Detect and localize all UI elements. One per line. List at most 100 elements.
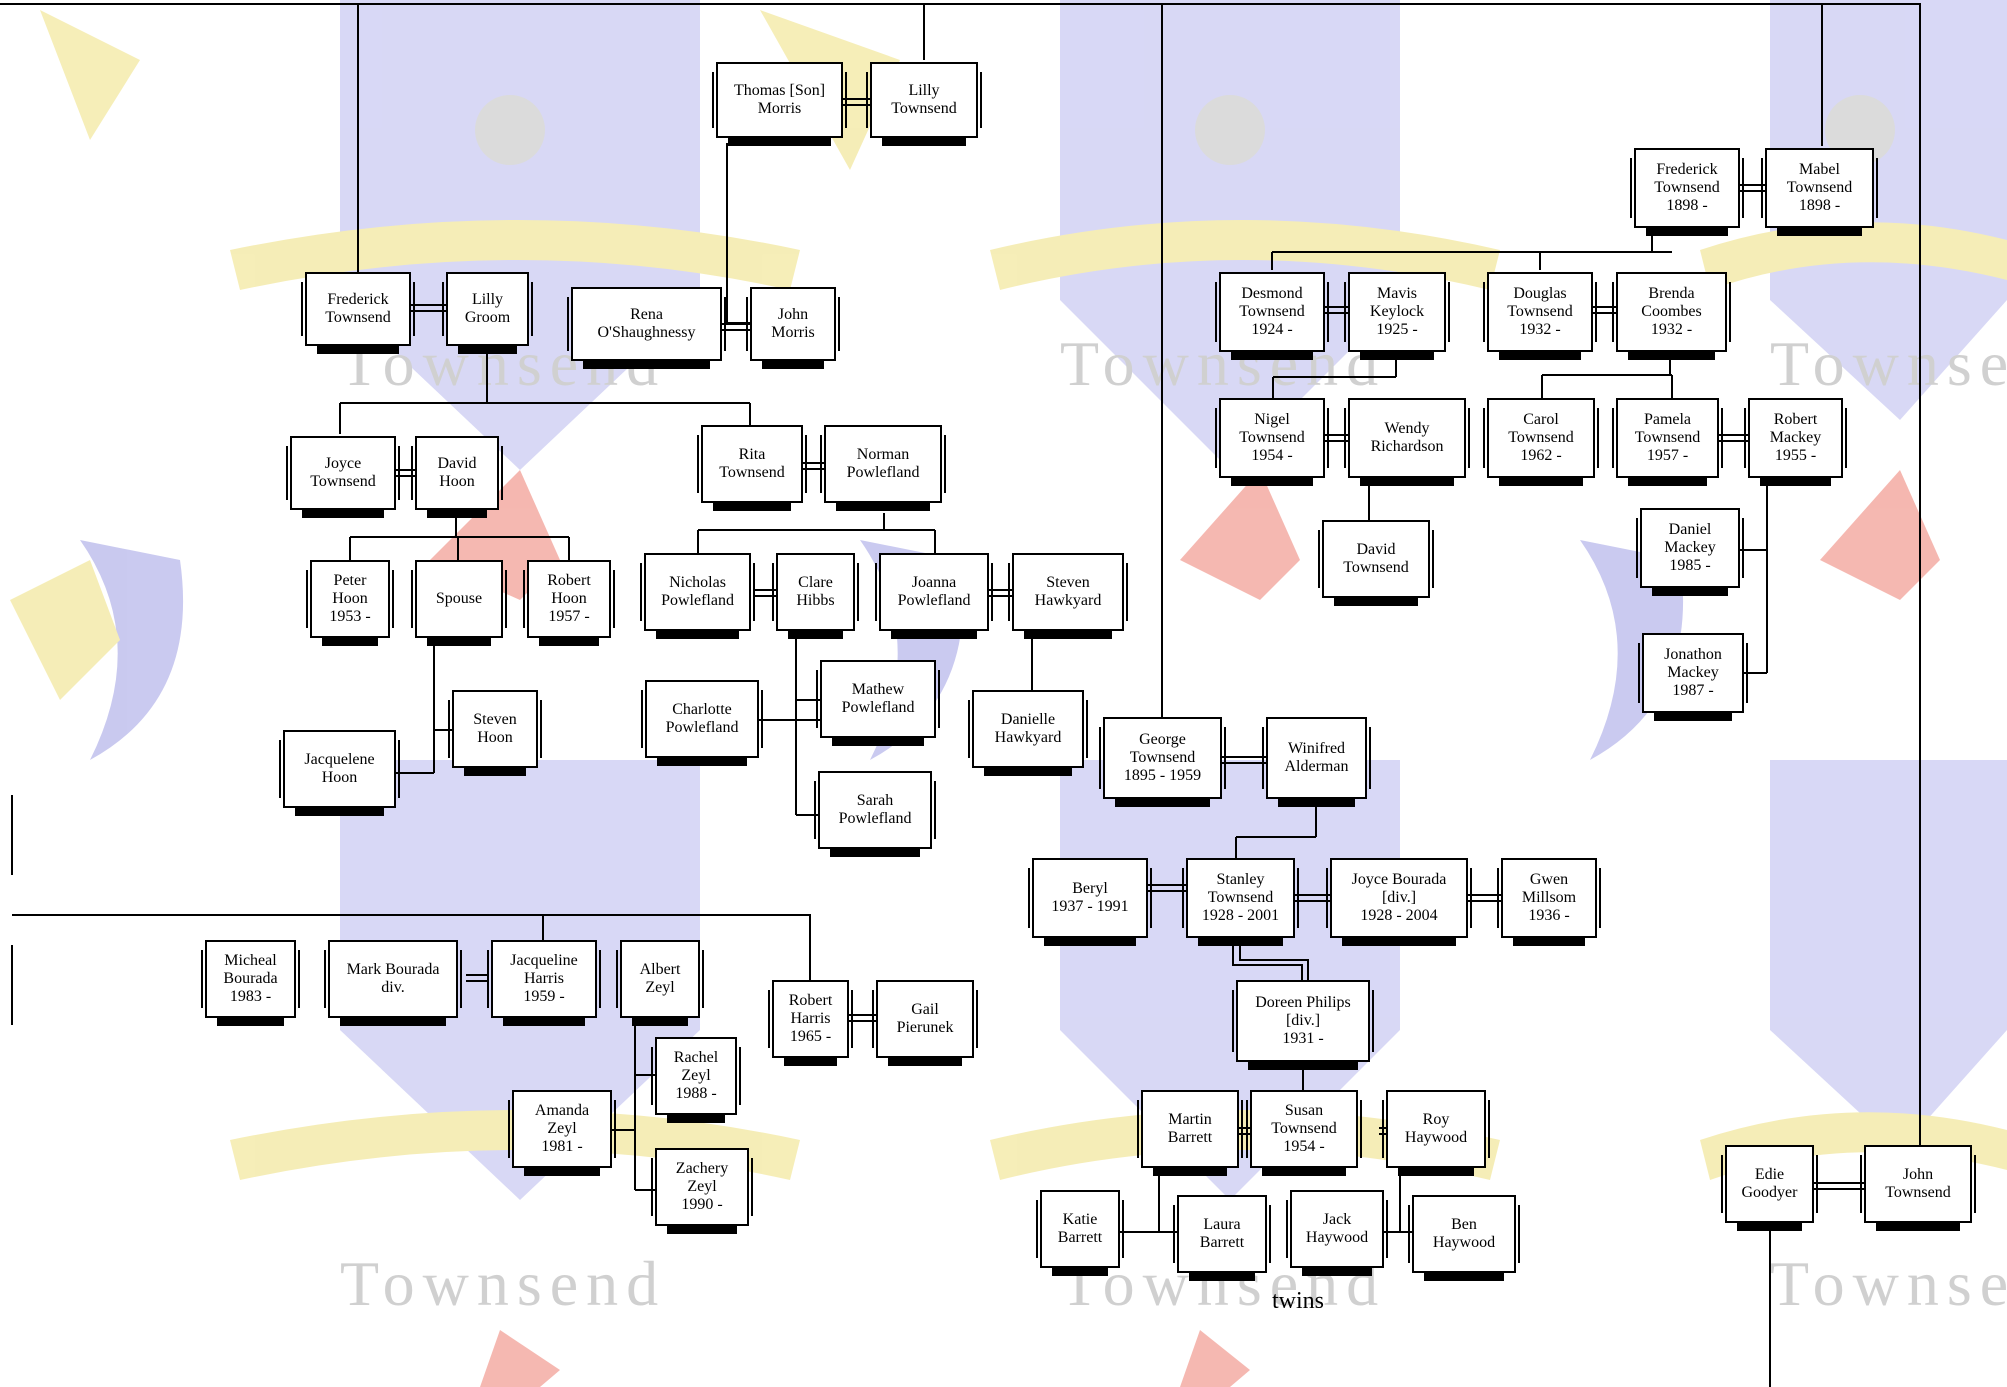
person-name: Douglas Townsend 1932 -: [1507, 285, 1573, 339]
person-box: Clare Hibbs: [776, 553, 855, 631]
person-name: Gwen Millsom 1936 -: [1522, 871, 1576, 925]
person-box: Martin Barrett: [1141, 1090, 1239, 1168]
person-name: Frederick Townsend 1898 -: [1654, 161, 1720, 215]
person-name: Wendy Richardson: [1371, 420, 1444, 456]
person-box: Edie Goodyer: [1725, 1145, 1814, 1223]
person-name: Steven Hawkyard: [1035, 574, 1102, 610]
person-box: Rena O'Shaughnessy: [571, 287, 722, 361]
person-name: Winifred Alderman: [1285, 740, 1349, 776]
person-box: Wendy Richardson: [1348, 398, 1466, 478]
person-name: George Townsend 1895 - 1959: [1124, 731, 1201, 785]
person-name: Laura Barrett: [1200, 1216, 1244, 1252]
person-box: Robert Harris 1965 -: [772, 980, 849, 1058]
person-name: Edie Goodyer: [1742, 1166, 1798, 1202]
person-box: Albert Zeyl: [620, 940, 700, 1018]
person-box: Nicholas Powlefland: [644, 553, 751, 631]
person-box: Rita Townsend: [701, 425, 803, 503]
person-name: Ben Haywood: [1433, 1216, 1495, 1252]
person-box: Susan Townsend 1954 -: [1250, 1090, 1358, 1168]
person-name: Katie Barrett: [1058, 1211, 1102, 1247]
person-box: Sarah Powlefland: [818, 771, 932, 849]
person-box: Lilly Groom: [446, 272, 529, 346]
person-name: Charlotte Powlefland: [666, 701, 739, 737]
person-name: Joyce Townsend: [310, 455, 376, 491]
person-name: Mathew Powlefland: [842, 681, 915, 717]
person-name: Doreen Philips [div.] 1931 -: [1255, 994, 1351, 1048]
person-name: Lilly Groom: [465, 291, 510, 327]
person-name: Spouse: [436, 590, 482, 608]
person-name: Norman Powlefland: [847, 446, 920, 482]
person-box: Steven Hawkyard: [1012, 553, 1124, 631]
person-name: Rachel Zeyl 1988 -: [674, 1049, 718, 1103]
person-name: Nicholas Powlefland: [661, 574, 734, 610]
person-name: Steven Hoon: [473, 711, 517, 747]
person-box: Douglas Townsend 1932 -: [1487, 272, 1593, 352]
person-name: Mabel Townsend 1898 -: [1787, 161, 1853, 215]
person-box: Doreen Philips [div.] 1931 -: [1236, 980, 1370, 1062]
person-box: Joyce Bourada [div.] 1928 - 2004: [1330, 858, 1468, 938]
person-name: Beryl 1937 - 1991: [1051, 880, 1128, 916]
person-box: Nigel Townsend 1954 -: [1219, 398, 1325, 478]
person-box: Desmond Townsend 1924 -: [1219, 272, 1325, 352]
person-box: Steven Hoon: [452, 690, 538, 768]
person-box: Mark Bourada div.: [328, 940, 458, 1018]
twins-annotation: twins: [1272, 1288, 1324, 1315]
person-box: Mathew Powlefland: [820, 660, 936, 738]
person-box: Jonathon Mackey 1987 -: [1642, 633, 1744, 713]
person-name: Mark Bourada div.: [347, 961, 440, 997]
person-name: Rena O'Shaughnessy: [598, 306, 696, 342]
person-box: Joyce Townsend: [290, 436, 396, 510]
person-box: Roy Haywood: [1386, 1090, 1486, 1168]
person-name: Zachery Zeyl 1990 -: [676, 1160, 728, 1214]
person-box: David Hoon: [415, 436, 499, 510]
person-box: Frederick Townsend: [305, 272, 411, 346]
person-name: Rita Townsend: [719, 446, 785, 482]
person-name: Danielle Hawkyard: [995, 711, 1062, 747]
person-name: Peter Hoon 1953 -: [329, 572, 370, 626]
person-box: Pamela Townsend 1957 -: [1616, 398, 1719, 478]
person-box: Thomas [Son] Morris: [716, 62, 843, 138]
person-name: Jacqueline Harris 1959 -: [510, 952, 578, 1006]
person-name: Mavis Keylock 1925 -: [1370, 285, 1424, 339]
person-box: Mavis Keylock 1925 -: [1348, 272, 1446, 352]
person-name: Desmond Townsend 1924 -: [1239, 285, 1305, 339]
person-box: Beryl 1937 - 1991: [1032, 858, 1148, 938]
person-box: Jacqueline Harris 1959 -: [491, 940, 597, 1018]
person-name: Frederick Townsend: [325, 291, 391, 327]
person-name: Daniel Mackey 1985 -: [1664, 521, 1716, 575]
person-box: Lilly Townsend: [870, 62, 978, 138]
person-box: John Morris: [750, 287, 836, 361]
person-box: Gwen Millsom 1936 -: [1501, 858, 1597, 938]
person-box: Brenda Coombes 1932 -: [1616, 272, 1727, 352]
person-name: Nigel Townsend 1954 -: [1239, 411, 1305, 465]
person-box: Spouse: [415, 560, 503, 638]
person-name: Carol Townsend 1962 -: [1508, 411, 1574, 465]
person-box: Winifred Alderman: [1266, 717, 1367, 799]
person-name: Robert Hoon 1957 -: [547, 572, 591, 626]
person-box: Stanley Townsend 1928 - 2001: [1186, 858, 1295, 938]
person-box: Joanna Powlefland: [879, 553, 989, 631]
person-name: Robert Harris 1965 -: [789, 992, 833, 1046]
person-name: Amanda Zeyl 1981 -: [535, 1102, 589, 1156]
person-box: Gail Pierunek: [876, 980, 974, 1058]
person-name: David Townsend: [1343, 541, 1409, 577]
person-box: David Townsend: [1322, 520, 1430, 598]
person-box: Carol Townsend 1962 -: [1487, 398, 1595, 478]
person-box: Danielle Hawkyard: [972, 690, 1084, 768]
person-box: Daniel Mackey 1985 -: [1640, 508, 1740, 588]
person-name: Thomas [Son] Morris: [734, 82, 825, 118]
person-name: Jonathon Mackey 1987 -: [1664, 646, 1722, 700]
person-box: Ben Haywood: [1412, 1195, 1516, 1273]
person-name: David Hoon: [437, 455, 476, 491]
person-name: Lilly Townsend: [891, 82, 957, 118]
person-name: Micheal Bourada 1983 -: [223, 952, 277, 1006]
person-name: Susan Townsend 1954 -: [1271, 1102, 1337, 1156]
person-box: Katie Barrett: [1040, 1190, 1120, 1268]
person-box: Robert Mackey 1955 -: [1748, 398, 1843, 478]
person-name: Jack Haywood: [1306, 1211, 1368, 1247]
person-box: Amanda Zeyl 1981 -: [512, 1090, 612, 1168]
person-name: Stanley Townsend 1928 - 2001: [1202, 871, 1279, 925]
person-box: Mabel Townsend 1898 -: [1765, 148, 1874, 228]
person-box: Norman Powlefland: [824, 425, 942, 503]
person-name: John Townsend: [1885, 1166, 1951, 1202]
